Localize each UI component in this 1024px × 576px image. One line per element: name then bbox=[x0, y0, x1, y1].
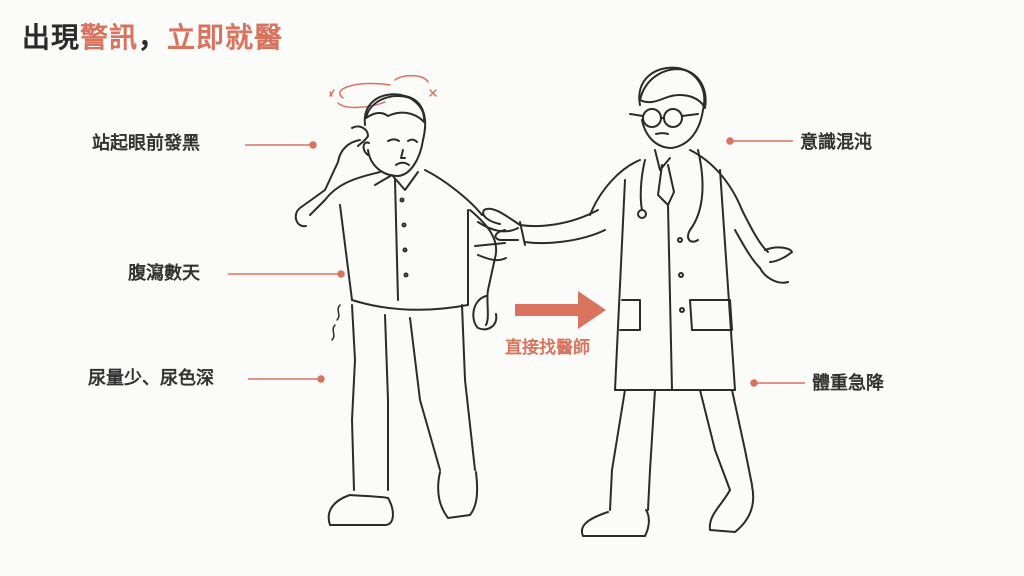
arrow-icon bbox=[515, 291, 606, 329]
stethoscope-icon bbox=[637, 149, 704, 243]
callout-dot-confusion bbox=[726, 137, 734, 145]
symptom-label-urine: 尿量少、尿色深 bbox=[88, 368, 214, 389]
symptom-label-confusion: 意識混沌 bbox=[800, 132, 872, 153]
callout-lines bbox=[228, 137, 805, 387]
doctor-figure bbox=[482, 66, 793, 537]
patient-figure bbox=[294, 74, 519, 526]
callout-dot-dizziness bbox=[309, 141, 317, 149]
shaky-leg-icon bbox=[331, 304, 341, 341]
callout-dot-urine bbox=[317, 375, 325, 383]
title-part-3: ， bbox=[138, 21, 168, 54]
dizzy-swirl-icon bbox=[329, 74, 437, 109]
page-title: 出現警訊，立即就醫 bbox=[22, 18, 283, 58]
callout-dot-diarrhea bbox=[337, 270, 345, 278]
title-part-4: 立即就醫 bbox=[167, 21, 284, 54]
symptom-label-diarrhea: 腹瀉數天 bbox=[128, 263, 200, 284]
symptom-label-weight-loss: 體重急降 bbox=[812, 373, 884, 394]
symptom-label-dizziness: 站起眼前發黑 bbox=[92, 133, 200, 154]
title-part-2: 警訊 bbox=[80, 21, 139, 54]
callout-dot-weight-loss bbox=[750, 379, 758, 387]
arrow-label: 直接找醫師 bbox=[505, 338, 590, 358]
title-part-1: 出現 bbox=[22, 21, 81, 54]
